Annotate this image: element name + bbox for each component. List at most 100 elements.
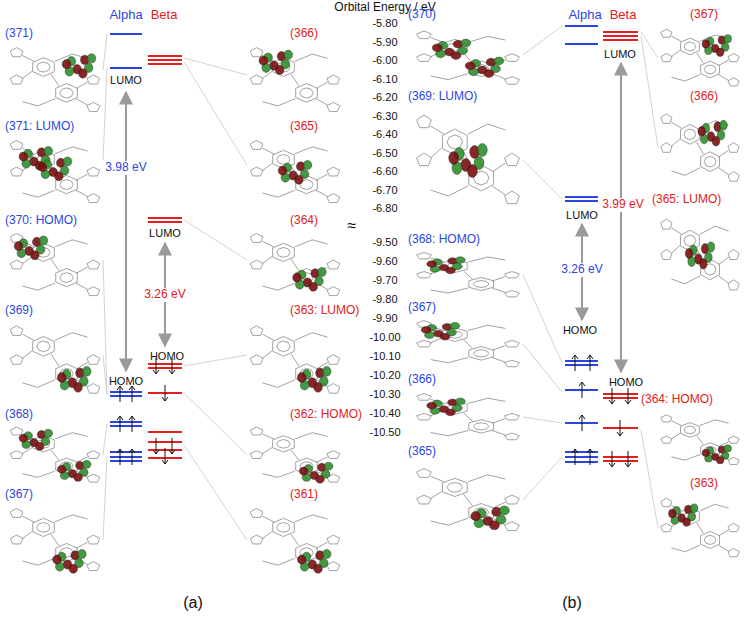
energy-level: [148, 55, 182, 57]
molecule-ring: [87, 194, 100, 203]
electron-spin: [625, 451, 631, 467]
molecule-ring: [680, 423, 699, 438]
molecule-ring: [327, 451, 340, 459]
molecule-bond: [431, 186, 468, 196]
orbital-label: (366): [290, 27, 318, 41]
electron-spin: [572, 355, 578, 371]
energy-level: [603, 39, 638, 41]
orbital-lobe: [421, 327, 431, 334]
molecule-ring: [327, 167, 340, 176]
molecule-bond: [671, 228, 681, 234]
orbital-lobe: [449, 152, 459, 165]
molecule-bond: [262, 148, 274, 154]
molecule-ring: [505, 54, 520, 62]
molecule-ring: [250, 48, 263, 57]
molecule-ring: [469, 420, 494, 434]
electron-spin: [129, 386, 135, 402]
orbital-lobe: [702, 449, 710, 456]
orbital-plot: [417, 31, 520, 84]
molecule-bond: [671, 455, 700, 461]
molecule-ring: [417, 394, 432, 401]
molecule-bond: [291, 259, 299, 270]
gap-value: 3.26 eV: [559, 263, 604, 277]
molecule-ring: [10, 260, 23, 269]
energy-level: [603, 31, 638, 33]
gap-value: 3.98 eV: [103, 161, 148, 175]
molecule-bond: [291, 74, 299, 86]
molecule-ring: [661, 523, 672, 531]
molecule-bond: [464, 271, 473, 279]
orbital-lobe: [44, 146, 53, 155]
orbital-lobe: [38, 163, 47, 172]
molecule-ring: [33, 58, 55, 77]
molecule-ring: [728, 143, 739, 153]
molecule-bond: [431, 476, 444, 482]
molecule-bond: [295, 147, 328, 154]
molecule-ring: [37, 523, 50, 533]
molecule-bond: [51, 450, 59, 460]
orbital-lobe: [78, 549, 87, 558]
molecule-bond: [22, 471, 55, 477]
orbital-plot: [417, 394, 520, 440]
orbital-plot: [10, 234, 100, 296]
molecule-ring: [277, 341, 290, 352]
molecule-bond: [76, 283, 88, 289]
molecule-ring: [680, 38, 699, 55]
molecule-ring: [704, 65, 716, 74]
orbital-lobe: [450, 322, 460, 329]
molecule-ring: [474, 350, 489, 357]
molecule-ring: [87, 535, 100, 544]
orbital-label: (365: LUMO): [652, 193, 721, 207]
molecule-bond: [718, 257, 728, 264]
orbital-lobe: [683, 518, 691, 527]
orbital-lobe: [461, 39, 471, 47]
molecule-bond: [697, 523, 704, 534]
leader-line: [523, 417, 562, 423]
molecule-bond: [671, 139, 679, 147]
gap-value: 3.99 eV: [600, 198, 645, 212]
molecule-bond: [431, 126, 444, 134]
orbital-lobe: [477, 144, 487, 157]
orbital-lobe: [303, 160, 312, 169]
molecule-ring: [505, 291, 520, 297]
molecule-bond: [55, 147, 88, 154]
orbital-lobe: [451, 52, 461, 60]
molecule-ring: [469, 278, 494, 291]
molecule-ring: [87, 474, 100, 482]
molecule-ring: [728, 457, 739, 464]
molecule-bond: [262, 516, 274, 522]
spin-header: Beta: [151, 8, 178, 23]
molecule-bond: [431, 492, 442, 499]
molecule-bond: [492, 431, 505, 436]
orbital-label: (370: HOMO): [5, 214, 77, 228]
molecule-bond: [51, 354, 59, 366]
electron-spin: [609, 388, 615, 404]
energy-level: [148, 59, 182, 61]
molecule-bond: [492, 186, 505, 195]
orbital-lobe: [724, 445, 732, 452]
molecule-ring: [87, 287, 100, 296]
electron-spin: [587, 449, 593, 465]
molecule-ring: [250, 509, 263, 518]
gap-arrow: [620, 63, 622, 372]
molecule-ring: [661, 249, 672, 259]
molecule-ring: [704, 535, 716, 544]
molecule-bond: [22, 283, 55, 290]
orbital-lobe: [484, 70, 494, 78]
molecule-ring: [33, 518, 55, 536]
orbital-lobe: [322, 549, 331, 558]
axis-tick: -9.80: [372, 293, 397, 306]
axis-tick: -6.50: [372, 146, 397, 159]
orbital-label: (361): [290, 488, 318, 502]
molecule-bond: [492, 277, 505, 282]
axis-tick: -6.60: [372, 165, 397, 178]
orbital-label: (369): [5, 304, 33, 318]
orbital-lobe: [685, 248, 693, 258]
electron-spin: [579, 382, 585, 398]
axis-tick: -5.90: [372, 35, 397, 48]
molecule-bond: [492, 346, 505, 351]
energy-level: [148, 441, 182, 443]
gap-arrow: [125, 92, 127, 371]
orbital-lobe: [299, 467, 308, 475]
orbital-lobe: [53, 555, 62, 564]
